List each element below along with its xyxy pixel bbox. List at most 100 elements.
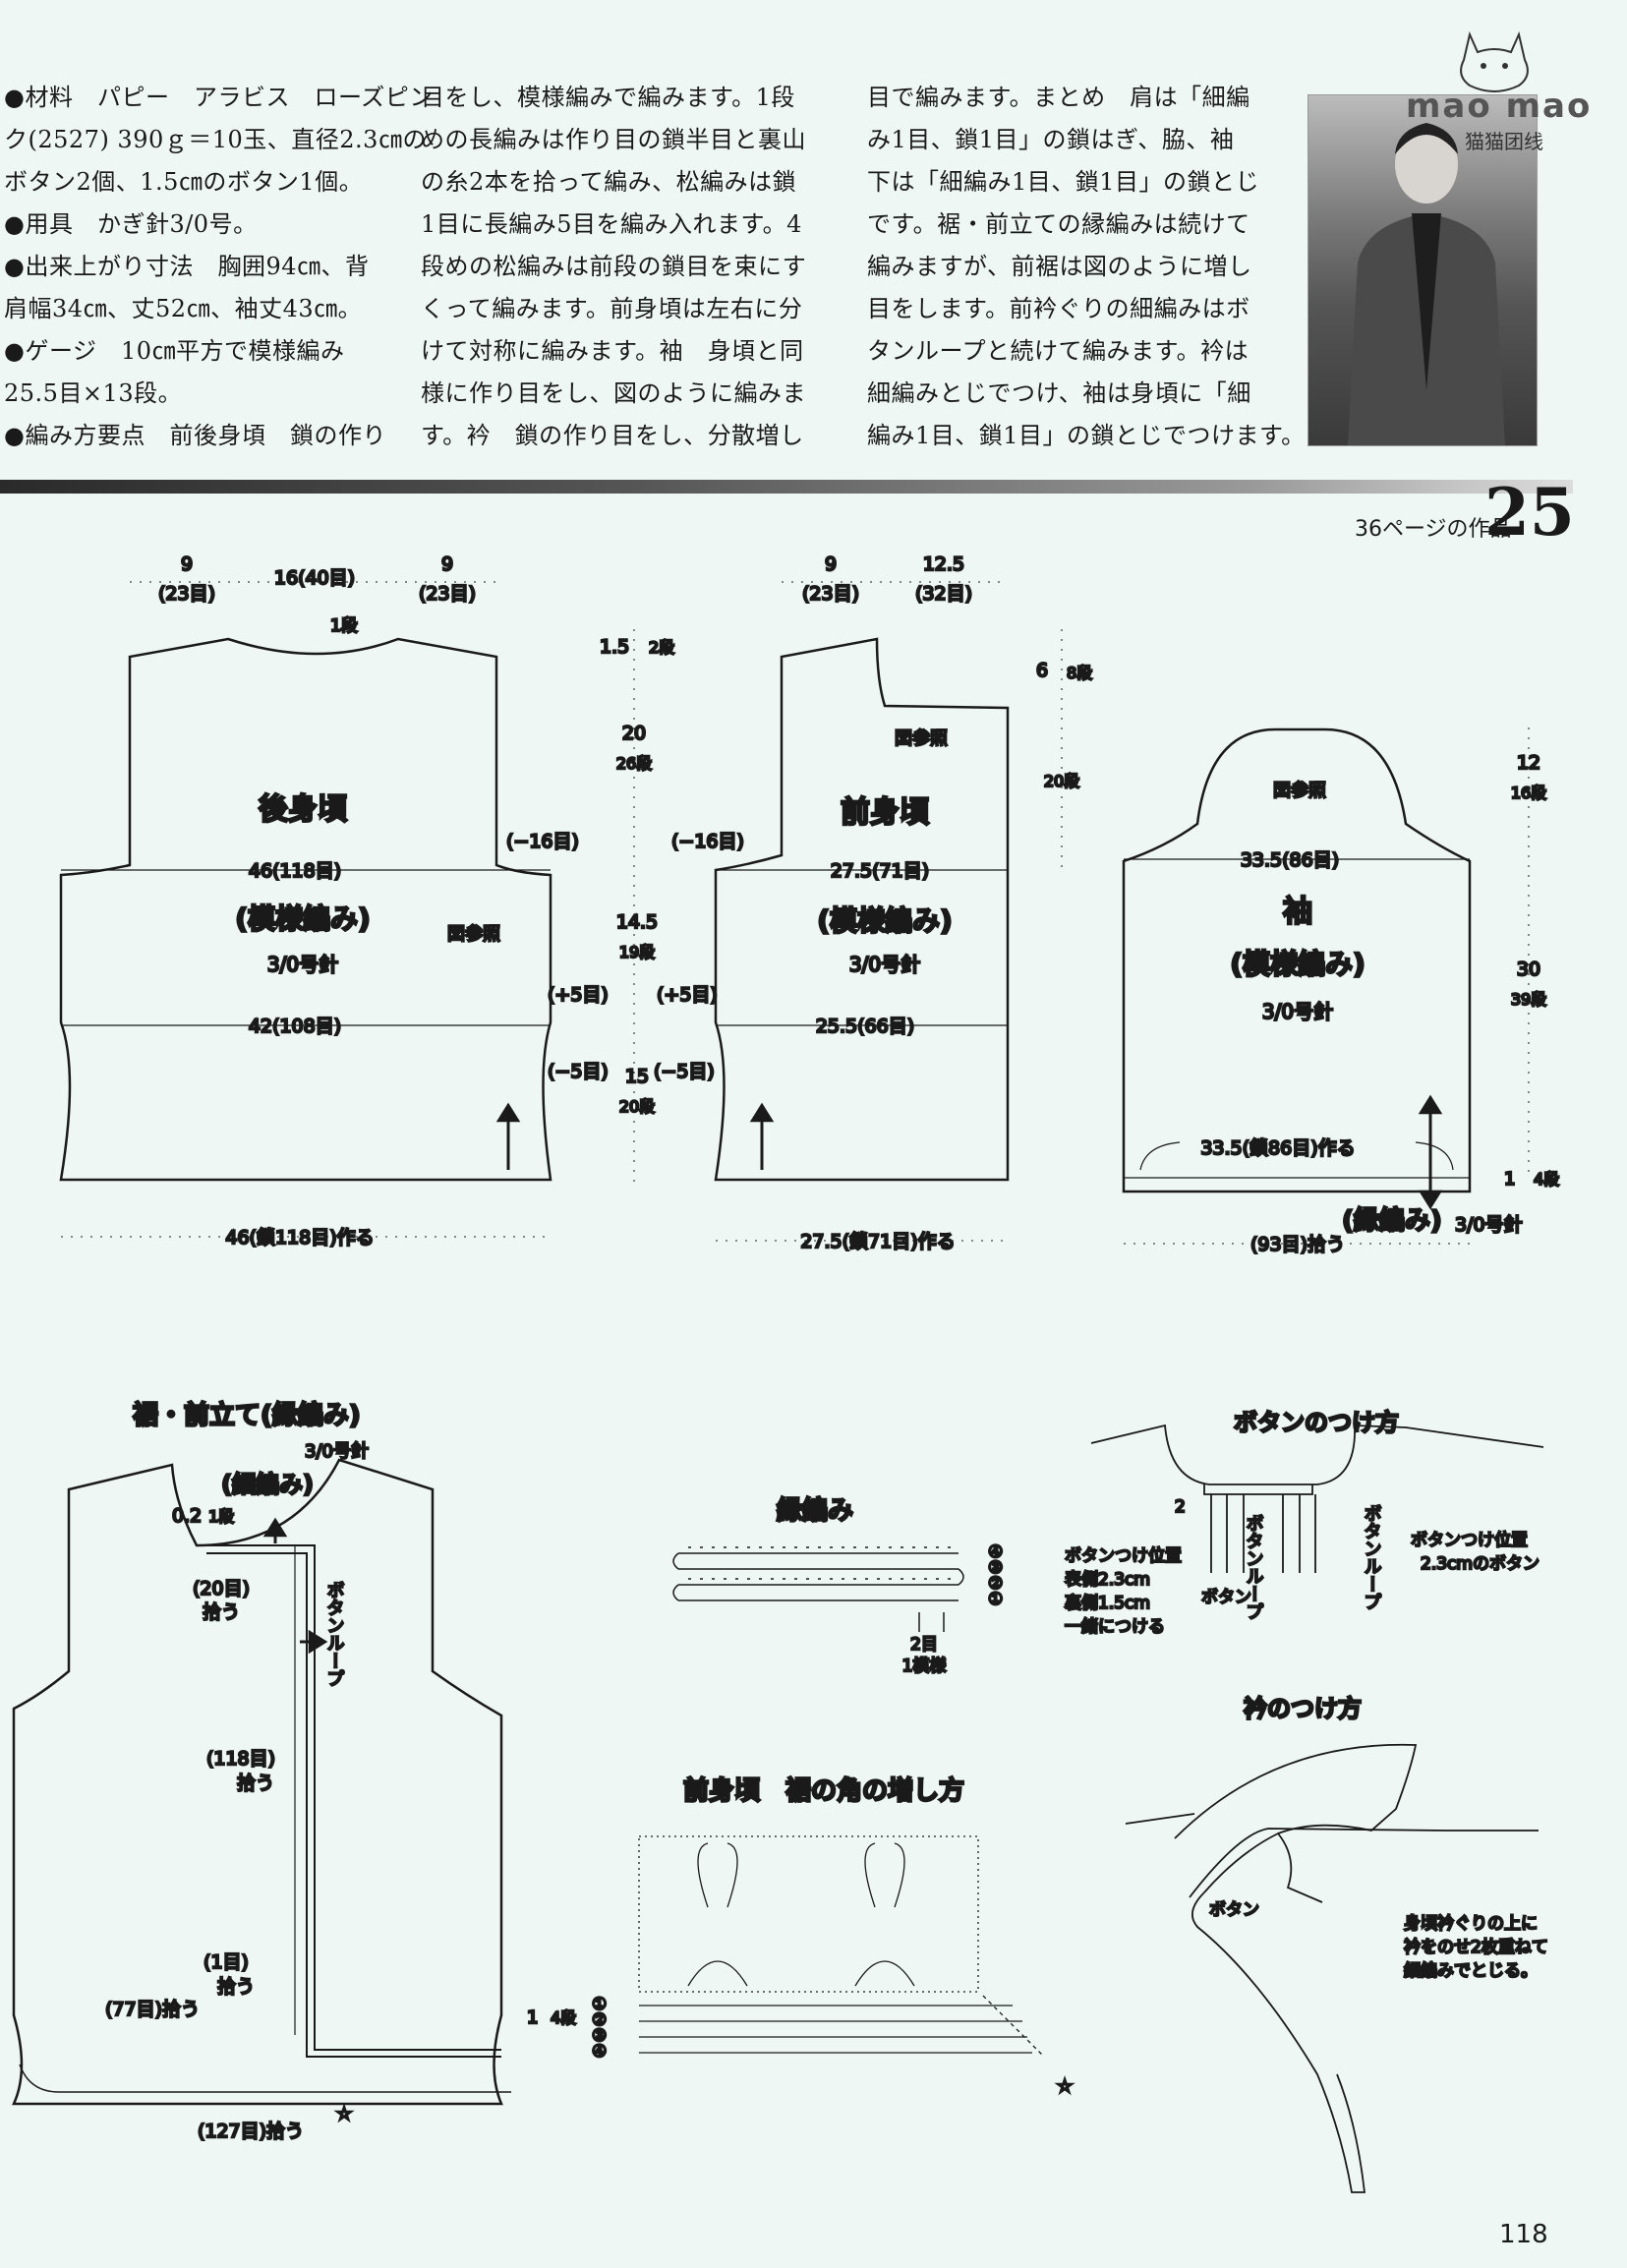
text-line: 目をし、模様編みで編みます。1段	[421, 84, 795, 111]
hem-loop: ボタンループ	[324, 1581, 345, 1687]
text-line: タンループと続けて編みます。衿は	[867, 337, 1249, 365]
text-line: 目で編みます。まとめ 肩は「細編	[867, 84, 1250, 111]
model-photo	[1307, 94, 1538, 446]
front-top-right: 12.5	[923, 553, 964, 575]
hem-star: ☆	[336, 2104, 352, 2124]
model-silhouette	[1348, 123, 1505, 445]
hem-p1: (1目)	[203, 1951, 249, 1973]
text-line: です。裾・前立ての縁編みは続けて	[867, 210, 1250, 238]
back-ref: 図参照	[447, 924, 500, 945]
sleeve-body-h: 30	[1517, 959, 1540, 980]
text-line: 25.5目×13段。	[4, 379, 183, 407]
sleeve-edge-rows: 4段	[1534, 1170, 1559, 1189]
sleeve-title: 袖	[1283, 895, 1312, 929]
button-left-1: ボタンつけ位置	[1065, 1546, 1182, 1566]
text-line: ク(2527) 390ｇ＝10玉、直径2.3㎝の	[4, 126, 427, 153]
height-2: 20	[622, 723, 646, 744]
button-attachment-diagram	[1090, 1424, 1544, 1573]
front-chest: 27.5(71目)	[831, 860, 929, 882]
logo-text: mao mao	[1406, 87, 1593, 126]
text-line: めの長編みは作り目の鎖半目と裏山	[421, 126, 806, 153]
hem-edge-h: 1	[527, 2007, 538, 2028]
back-inc: (+5目)	[548, 984, 609, 1006]
text-line: 編みますが、前裾は図のように増し	[867, 253, 1252, 280]
sleeve-needle: 3/0号針	[1262, 1000, 1333, 1023]
text-line: 細編みとじでつけ、袖は身頃に「細	[867, 379, 1251, 407]
height-4: 15	[625, 1066, 649, 1087]
hem-needle: 3/0号針	[305, 1441, 369, 1462]
hem-sc: (細編み)	[221, 1471, 314, 1498]
button-right-2: 2.3cmのボタン	[1421, 1554, 1540, 1574]
front-inc: (+5目)	[657, 984, 718, 1006]
collar-title: 衿のつけ方	[1244, 1695, 1362, 1722]
instructions-column-3: 目で編みます。まとめ 肩は「細編 み1目、鎖1目」の鎖はぎ、脇、袖 下は「細編み…	[867, 77, 1306, 457]
back-top-left-sts: (23目)	[158, 583, 215, 605]
height-3-rows: 19段	[619, 943, 655, 961]
back-top-left: 9	[181, 553, 193, 575]
button-left-5: ボタン	[1201, 1588, 1251, 1607]
button-loop-2: ボタンループ	[1362, 1504, 1382, 1610]
corner-star: ☆	[1057, 2076, 1073, 2097]
edging-row-1: ①	[988, 1590, 1003, 1609]
back-pattern-label: (模様編み)	[235, 902, 371, 935]
hem-title: 裾・前立て(縁編み)	[133, 1400, 361, 1430]
sleeve-width: 33.5(86目)	[1241, 849, 1339, 871]
hem-sc-h: 0.2	[172, 1505, 202, 1527]
hem-edge-rows: 4段	[551, 2008, 576, 2027]
text-line: 1目に長編み5目を編み入れます。4	[421, 210, 802, 238]
text-line: す。衿 鎖の作り目をし、分散増し	[421, 422, 804, 449]
front-top-left-sts: (23目)	[802, 583, 859, 605]
front-arm-rows: 20段	[1044, 772, 1079, 790]
pattern-number: 25	[1484, 474, 1575, 551]
text-line: 下は「細編み1目、鎖1目」の鎖とじ	[867, 168, 1260, 196]
collar-note-1: 身頃衿ぐりの上に	[1404, 1914, 1538, 1934]
height-4-rows: 20段	[619, 1097, 655, 1116]
edging-chart	[672, 1546, 964, 1632]
text-line: ●出来上がり寸法 胸囲94㎝、背	[4, 253, 370, 280]
page-number: 118	[1499, 2220, 1548, 2249]
corner-row-4: ④	[592, 2042, 607, 2062]
instructions-column-2: 目をし、模様編みで編みます。1段 めの長編みは作り目の鎖半目と裏山 の糸2本を拾…	[421, 77, 824, 457]
back-waist: 42(108目)	[249, 1016, 341, 1037]
text-line: ●ゲージ 10㎝平方で模様編み	[4, 337, 345, 365]
collar-note-3: 細編みでとじる。	[1404, 1961, 1538, 1981]
button-left-3: 裏側1.5cm	[1065, 1593, 1150, 1613]
sleeve-ref: 図参照	[1273, 781, 1326, 801]
text-line: 編み1目、鎖1目」の鎖とじでつけます。	[867, 422, 1306, 449]
button-loop-1: ボタンループ	[1244, 1514, 1264, 1620]
collar-button: ボタン	[1209, 1900, 1259, 1920]
edging-row-2: ②	[988, 1574, 1003, 1594]
hem-p20: (20目)	[193, 1578, 250, 1599]
height-3: 14.5	[616, 911, 658, 933]
back-bottom: 46(鎖118目)作る	[225, 1227, 374, 1249]
front-body-diagram	[714, 581, 1063, 1242]
sleeve-pattern-label: (模様編み)	[1230, 948, 1366, 980]
edging-row-3: ③	[988, 1558, 1003, 1578]
section-rule	[0, 480, 1573, 494]
back-body-title: 後身頃	[259, 792, 347, 827]
hem-sc-rows: 1段	[208, 1507, 234, 1526]
back-top-right-sts: (23目)	[419, 583, 476, 605]
corner-chart	[638, 1835, 1043, 2056]
sleeve-diagram	[1122, 727, 1530, 1245]
front-waist: 25.5(66目)	[816, 1016, 914, 1037]
button-right-1: ボタンつけ位置	[1411, 1531, 1528, 1550]
corner-row-3: ③	[592, 2026, 607, 2046]
sleeve-edge-needle: 3/0号針	[1455, 1214, 1523, 1236]
front-neck-rows: 8段	[1067, 664, 1092, 682]
back-dec: (−5目)	[548, 1061, 609, 1082]
button-two: 2	[1175, 1497, 1186, 1517]
text-line: の糸2本を拾って編み、松編みは鎖	[421, 168, 797, 196]
corner-row-1: ①	[592, 1995, 607, 2014]
instructions-column-1: ●材料 パピー アラビス ローズピン ク(2527) 390ｇ＝10玉、直径2.…	[4, 77, 433, 457]
sleeve-pick: (93目)拾う	[1250, 1234, 1345, 1255]
back-top-mid: 16(40目)	[274, 567, 355, 589]
collar-attachment-diagram	[1125, 1743, 1539, 2193]
back-body-diagram	[59, 581, 552, 1238]
back-top-right: 9	[441, 553, 453, 575]
button-left-2: 表側2.3cm	[1065, 1570, 1150, 1590]
hem-p1-pick: 拾う	[217, 1976, 255, 1998]
edging-rep: 2目	[910, 1635, 938, 1655]
sleeve-start: 33.5(鎖86目)作る	[1200, 1137, 1355, 1159]
